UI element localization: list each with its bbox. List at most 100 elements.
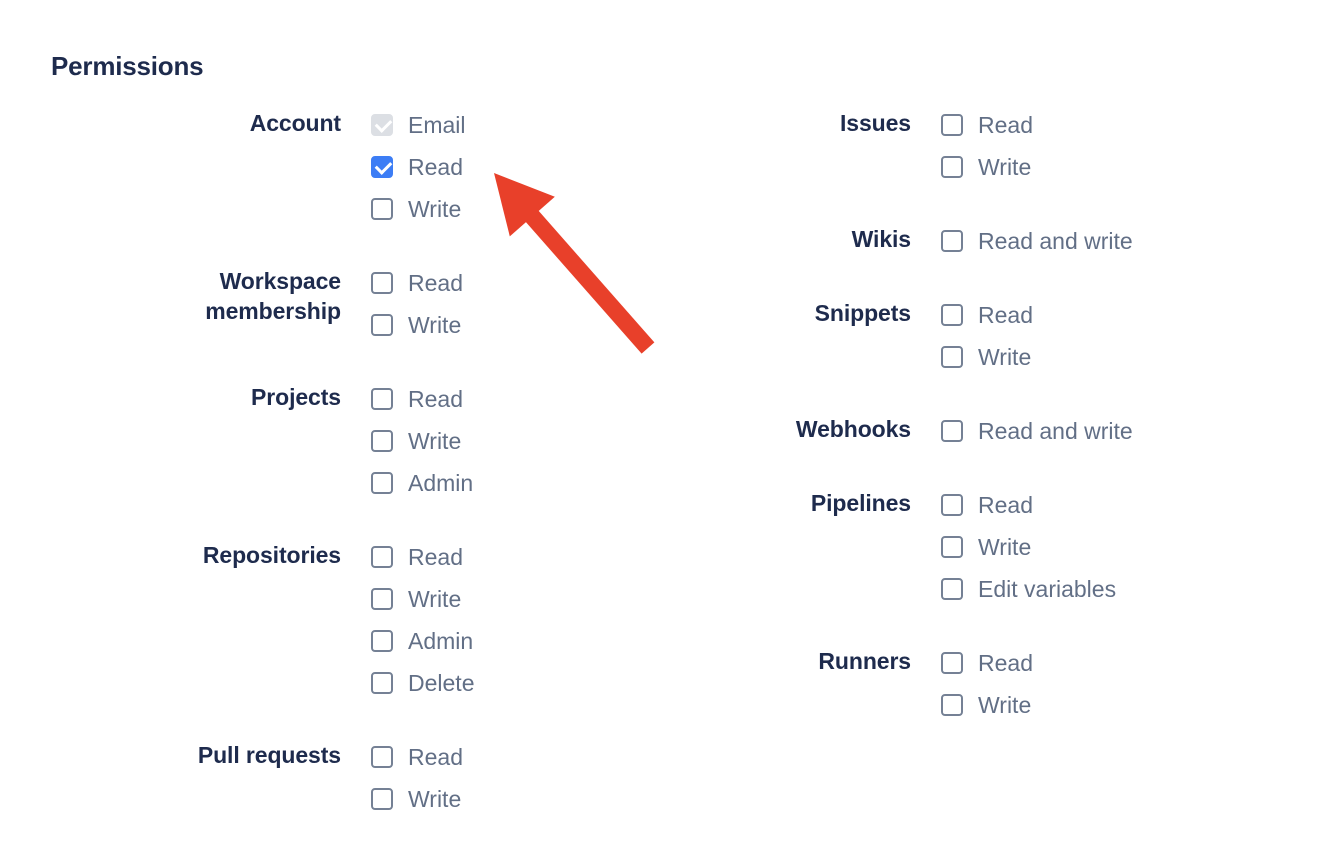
- option-label: Write: [978, 692, 1032, 718]
- option-row[interactable]: Write: [941, 146, 1033, 188]
- option-label: Read: [408, 744, 463, 770]
- group-label-line: Runners: [818, 648, 911, 674]
- option-row[interactable]: Read and write: [941, 410, 1133, 452]
- option-row[interactable]: Write: [941, 336, 1033, 378]
- option-row[interactable]: Read: [941, 484, 1116, 526]
- checkbox-pipelines-read[interactable]: [941, 494, 963, 516]
- option-row[interactable]: Write: [371, 578, 474, 620]
- option-row[interactable]: Read: [371, 146, 466, 188]
- checkbox-workspace-membership-write[interactable]: [371, 314, 393, 336]
- option-row[interactable]: Write: [941, 684, 1033, 726]
- group-label-projects: Projects: [0, 378, 341, 412]
- group-label-snippets: Snippets: [570, 294, 911, 328]
- option-label: Read: [978, 650, 1033, 676]
- option-row[interactable]: Read: [371, 262, 463, 304]
- group-label-line: Workspace: [219, 268, 342, 294]
- checkbox-snippets-write[interactable]: [941, 346, 963, 368]
- option-row[interactable]: Admin: [371, 462, 473, 504]
- checkbox-pull-requests-read[interactable]: [371, 746, 393, 768]
- option-label: Read: [408, 544, 463, 570]
- checkbox-issues-read[interactable]: [941, 114, 963, 136]
- option-label: Admin: [408, 470, 474, 496]
- group-label-webhooks: Webhooks: [570, 410, 911, 444]
- checkbox-projects-read[interactable]: [371, 388, 393, 410]
- option-row[interactable]: Write: [371, 778, 463, 820]
- option-label: Read: [978, 492, 1033, 518]
- group-label-wikis: Wikis: [570, 220, 911, 254]
- option-row[interactable]: Read: [371, 378, 473, 420]
- option-row: Email: [371, 104, 466, 146]
- option-row[interactable]: Read and write: [941, 220, 1133, 262]
- arrow-head: [494, 173, 555, 237]
- option-label: Write: [978, 154, 1032, 180]
- option-label: Write: [978, 344, 1032, 370]
- group-label-repositories: Repositories: [0, 536, 341, 570]
- option-row[interactable]: Read: [941, 104, 1033, 146]
- option-label: Write: [408, 586, 462, 612]
- option-row[interactable]: Write: [941, 526, 1116, 568]
- group-label-line: Wikis: [851, 226, 911, 252]
- checkbox-account-read[interactable]: [371, 156, 393, 178]
- option-label: Email: [408, 112, 466, 138]
- option-row[interactable]: Read: [941, 294, 1033, 336]
- group-label-pull-requests: Pull requests: [0, 736, 341, 770]
- option-label: Read: [408, 270, 463, 296]
- option-label: Edit variables: [978, 576, 1117, 602]
- option-row[interactable]: Edit variables: [941, 568, 1116, 610]
- checkbox-runners-write[interactable]: [941, 694, 963, 716]
- checkmark-icon: [374, 115, 393, 133]
- group-label-runners: Runners: [570, 642, 911, 676]
- option-label: Read: [978, 112, 1033, 138]
- option-label: Write: [408, 786, 462, 812]
- option-list-wikis: Read and write: [941, 220, 1133, 262]
- option-row[interactable]: Write: [371, 304, 463, 346]
- checkbox-projects-write[interactable]: [371, 430, 393, 452]
- group-label-line: Webhooks: [795, 416, 911, 442]
- checkbox-wikis-read-and-write[interactable]: [941, 230, 963, 252]
- checkbox-runners-read[interactable]: [941, 652, 963, 674]
- checkbox-pipelines-write[interactable]: [941, 536, 963, 558]
- checkbox-issues-write[interactable]: [941, 156, 963, 178]
- checkbox-pull-requests-write[interactable]: [371, 788, 393, 810]
- checkbox-repositories-read[interactable]: [371, 546, 393, 568]
- group-label-account: Account: [0, 104, 341, 138]
- checkbox-pipelines-edit-variables[interactable]: [941, 578, 963, 600]
- group-label-line: Projects: [251, 384, 341, 410]
- option-row[interactable]: Read: [371, 736, 463, 778]
- option-row[interactable]: Delete: [371, 662, 474, 704]
- permission-group-webhooks: Webhooks Read and write: [570, 410, 1133, 452]
- option-row[interactable]: Write: [371, 188, 466, 230]
- checkbox-webhooks-read-and-write[interactable]: [941, 420, 963, 442]
- option-row[interactable]: Read: [371, 536, 474, 578]
- checkbox-workspace-membership-read[interactable]: [371, 272, 393, 294]
- checkbox-snippets-read[interactable]: [941, 304, 963, 326]
- checkbox-projects-admin[interactable]: [371, 472, 393, 494]
- checkbox-repositories-write[interactable]: [371, 588, 393, 610]
- option-list-webhooks: Read and write: [941, 410, 1133, 452]
- checkbox-repositories-delete[interactable]: [371, 672, 393, 694]
- option-label: Write: [408, 428, 462, 454]
- option-row[interactable]: Admin: [371, 620, 474, 662]
- checkbox-account-write[interactable]: [371, 198, 393, 220]
- option-row[interactable]: Read: [941, 642, 1033, 684]
- option-row[interactable]: Write: [371, 420, 473, 462]
- option-label: Admin: [408, 628, 474, 654]
- checkbox-repositories-admin[interactable]: [371, 630, 393, 652]
